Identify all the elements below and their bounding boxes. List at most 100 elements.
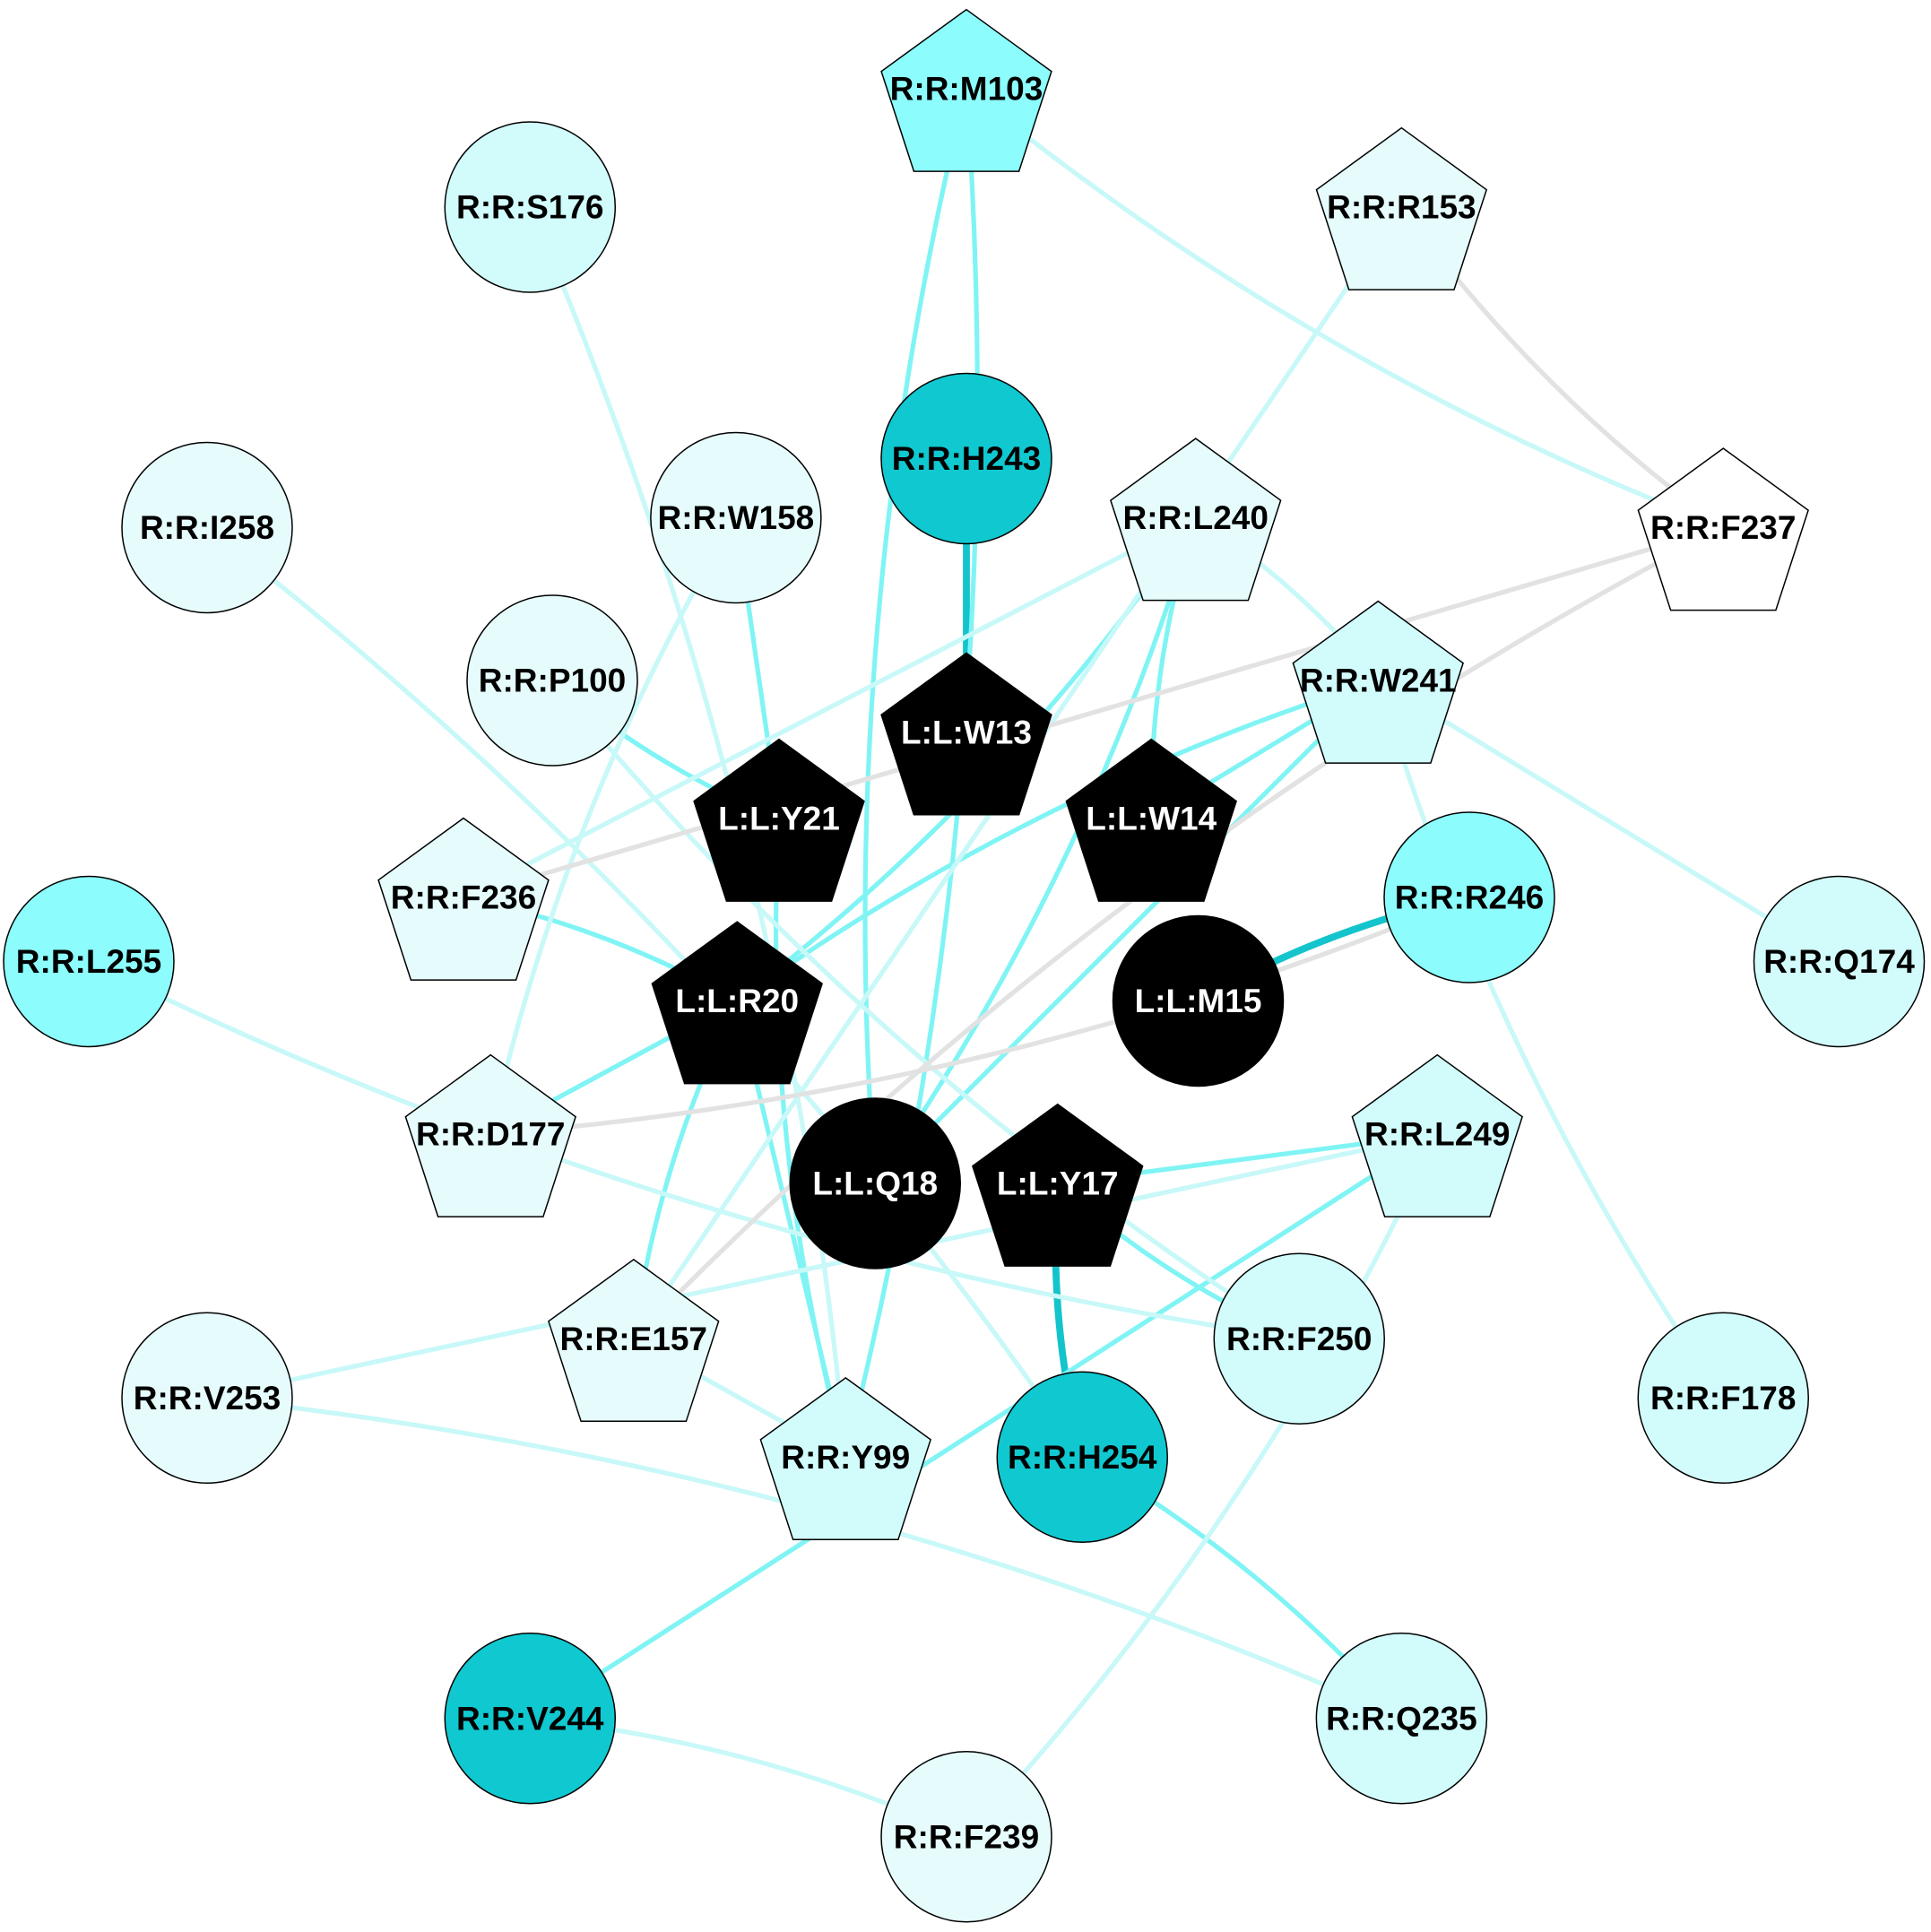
node-pentagon-shape <box>377 817 550 981</box>
node-l249[interactable]: R:R:L249 <box>1351 1053 1523 1217</box>
node-d177[interactable]: R:R:D177 <box>404 1053 576 1217</box>
node-f239[interactable]: R:R:F239 <box>880 1751 1052 1923</box>
node-w14[interactable]: L:L:W14 <box>1065 738 1237 902</box>
node-label: L:L:M15 <box>1135 983 1262 1019</box>
node-y17[interactable]: L:L:Y17 <box>972 1103 1144 1267</box>
node-h254[interactable]: R:R:H254 <box>996 1371 1168 1543</box>
node-r20[interactable]: L:L:R20 <box>651 921 823 1085</box>
node-q18[interactable]: L:L:Q18 <box>789 1097 961 1269</box>
node-label: R:R:L249 <box>1364 1116 1510 1153</box>
node-pentagon-shape <box>404 1053 576 1217</box>
node-pentagon-shape <box>1110 438 1282 602</box>
node-circle-shape <box>121 1312 293 1484</box>
node-m103[interactable]: R:R:M103 <box>880 8 1052 172</box>
node-f178[interactable]: R:R:F178 <box>1637 1312 1809 1484</box>
edge-I258-H254 <box>205 525 1085 1459</box>
node-r153[interactable]: R:R:R153 <box>1315 126 1488 290</box>
edge-M103-Q18 <box>862 88 969 1184</box>
node-pentagon-shape <box>548 1258 720 1423</box>
node-pentagon-shape <box>972 1103 1144 1267</box>
node-h243[interactable]: R:R:H243 <box>880 372 1052 545</box>
node-f250[interactable]: R:R:F250 <box>1213 1252 1385 1425</box>
node-l255[interactable]: R:R:L255 <box>3 875 175 1048</box>
edge-V244-L249 <box>528 1131 1439 1720</box>
node-y99[interactable]: R:R:Y99 <box>759 1376 931 1541</box>
edge-D177-W158 <box>488 516 739 1135</box>
node-q174[interactable]: R:R:Q174 <box>1753 875 1926 1048</box>
node-label: L:L:Y17 <box>997 1165 1119 1202</box>
edge-V253-L249 <box>206 1131 1438 1400</box>
node-pentagon-shape <box>1292 600 1464 764</box>
node-circle-shape <box>1112 914 1285 1087</box>
node-p100[interactable]: R:R:P100 <box>466 594 638 767</box>
node-pentagon-shape <box>651 921 823 1085</box>
node-label: L:L:Y21 <box>718 801 840 837</box>
node-label: R:R:M103 <box>890 71 1043 108</box>
node-pentagon-shape <box>1065 738 1237 902</box>
node-v244[interactable]: R:R:V244 <box>444 1633 616 1805</box>
node-label: R:R:F250 <box>1226 1321 1372 1357</box>
node-circle-shape <box>880 372 1052 545</box>
node-w13[interactable]: L:L:W13 <box>880 652 1052 816</box>
node-circle-shape <box>3 875 175 1048</box>
node-y21[interactable]: L:L:Y21 <box>693 738 865 902</box>
node-pentagon-shape <box>880 652 1052 816</box>
node-label: R:R:F237 <box>1650 509 1796 546</box>
node-label: R:R:H243 <box>892 440 1042 477</box>
node-circle-shape <box>880 1751 1052 1923</box>
node-label: R:R:V244 <box>456 1700 604 1737</box>
node-circle-shape <box>1213 1252 1385 1425</box>
node-i258[interactable]: R:R:I258 <box>121 441 293 614</box>
node-label: R:R:Y99 <box>781 1439 910 1476</box>
node-pentagon-shape <box>1637 447 1809 611</box>
node-label: R:R:W158 <box>658 499 815 536</box>
node-label: R:R:F178 <box>1650 1380 1796 1417</box>
node-circle-shape <box>1383 811 1555 983</box>
node-label: R:R:S176 <box>456 189 604 226</box>
node-w158[interactable]: R:R:W158 <box>650 431 822 604</box>
node-pentagon-shape <box>1315 126 1488 290</box>
edge-F239-L249 <box>965 1132 1440 1839</box>
node-f237[interactable]: R:R:F237 <box>1637 447 1809 611</box>
node-label: R:R:F236 <box>391 879 536 916</box>
edge-layer <box>87 86 1840 1840</box>
edge-P100-F250 <box>550 679 1301 1341</box>
node-circle-shape <box>1637 1312 1809 1484</box>
node-s176[interactable]: R:R:S176 <box>444 121 616 293</box>
node-pentagon-shape <box>1351 1053 1523 1217</box>
node-label: R:R:P100 <box>479 663 627 699</box>
edge-R20-W241 <box>735 678 1380 1003</box>
node-circle-shape <box>996 1371 1168 1543</box>
node-pentagon-shape <box>759 1376 931 1541</box>
node-label: R:R:L255 <box>16 943 161 980</box>
node-label: R:R:L240 <box>1123 499 1269 536</box>
node-label: R:R:Q235 <box>1326 1700 1477 1737</box>
node-w241[interactable]: R:R:W241 <box>1292 600 1464 764</box>
node-label: R:R:Q174 <box>1763 943 1915 980</box>
edge-D177-R246 <box>490 895 1471 1137</box>
edge-W241-F178 <box>1375 680 1726 1399</box>
node-label: R:R:E157 <box>560 1321 708 1357</box>
node-f236[interactable]: R:R:F236 <box>377 817 550 981</box>
node-e157[interactable]: R:R:E157 <box>548 1258 720 1423</box>
node-label: L:L:W13 <box>901 714 1032 750</box>
node-circle-shape <box>121 441 293 614</box>
node-circle-shape <box>444 1633 616 1805</box>
node-label: R:R:R153 <box>1327 189 1476 226</box>
node-r246[interactable]: R:R:R246 <box>1383 811 1555 983</box>
edge-F236-F237 <box>463 525 1724 900</box>
edge-L255-F250 <box>87 959 1300 1341</box>
node-pentagon-shape <box>693 738 865 902</box>
node-circle-shape <box>466 594 638 767</box>
node-circle-shape <box>444 121 616 293</box>
node-m15[interactable]: L:L:M15 <box>1112 914 1285 1087</box>
node-l240[interactable]: R:R:L240 <box>1110 438 1282 602</box>
edge-Q18-L240 <box>873 516 1199 1185</box>
edge-Q18-W241 <box>873 679 1381 1185</box>
edge-F236-L240 <box>462 515 1197 900</box>
node-q235[interactable]: R:R:Q235 <box>1315 1633 1488 1805</box>
node-circle-shape <box>789 1097 961 1269</box>
node-label: R:R:W241 <box>1300 663 1457 699</box>
node-v253[interactable]: R:R:V253 <box>121 1312 293 1484</box>
node-label: L:L:W14 <box>1086 801 1217 837</box>
